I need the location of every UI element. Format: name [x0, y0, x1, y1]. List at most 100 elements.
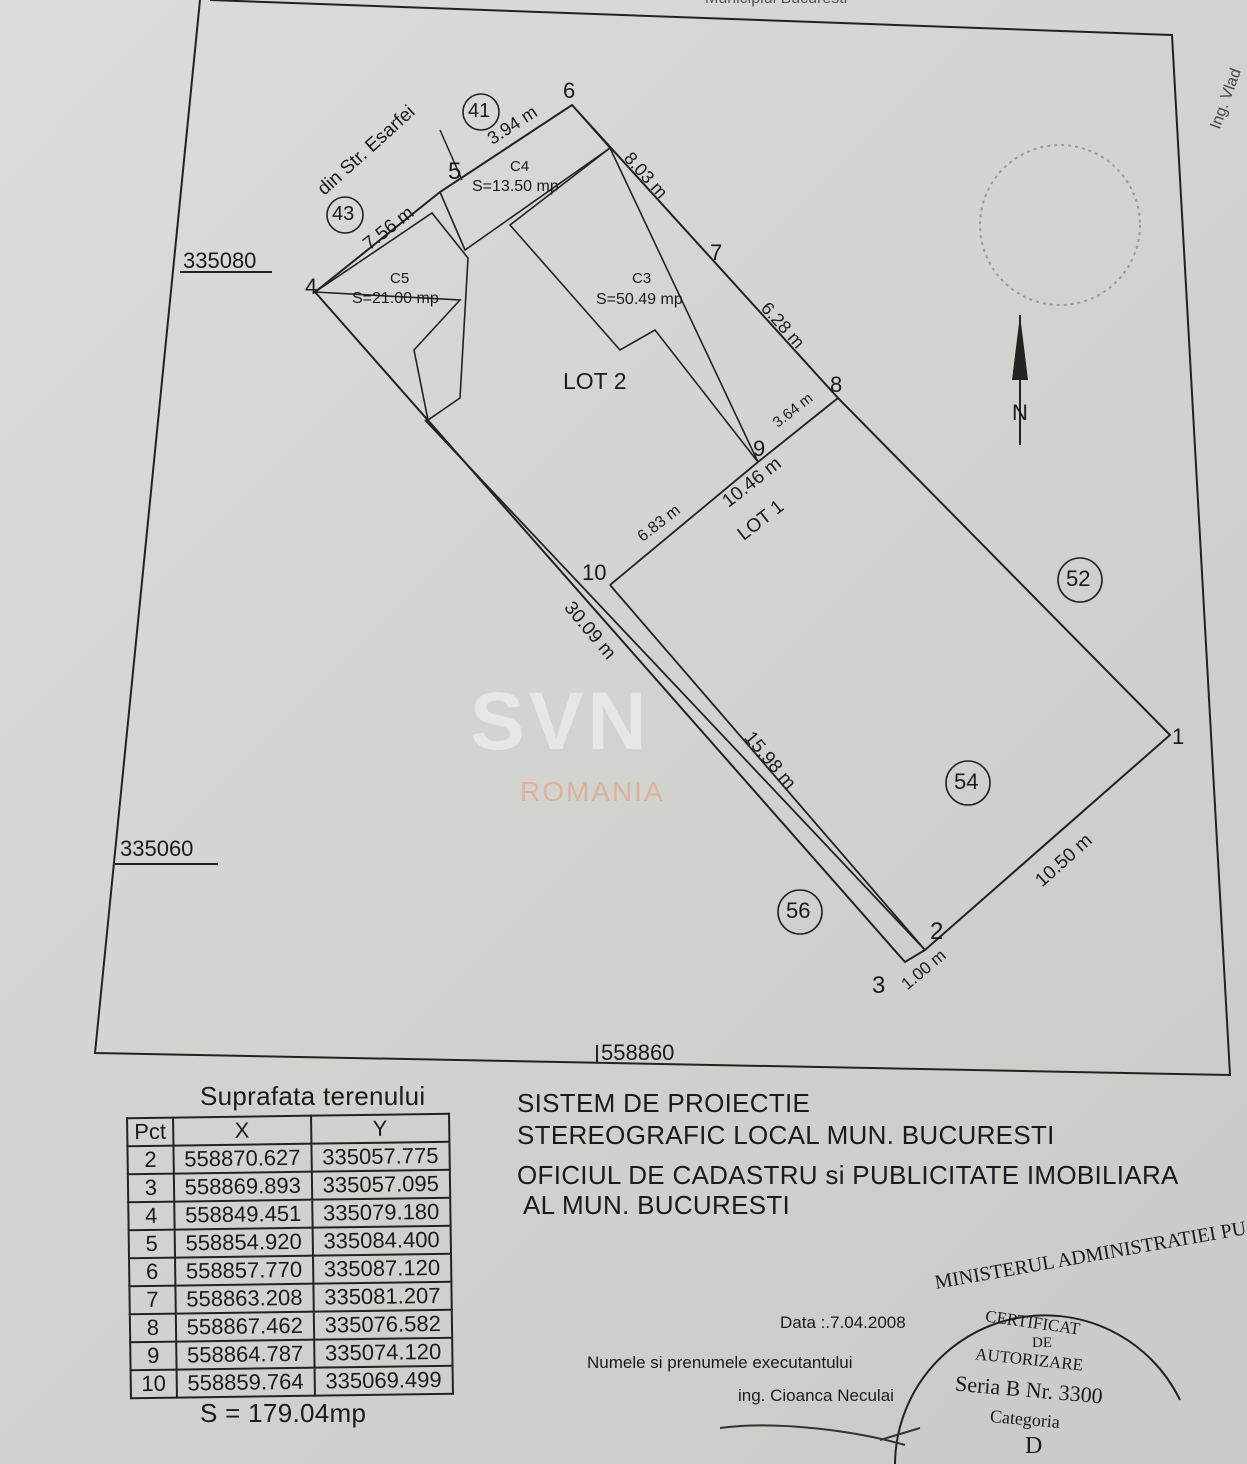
north-arrow-icon [1012, 315, 1028, 445]
point-label: 8 [830, 372, 843, 397]
lot-division-9-10 [609, 461, 759, 586]
executant-label: Numele si prenumele executantului [587, 1353, 853, 1372]
stamp-ring [894, 1314, 1181, 1464]
point-label: 2 [930, 918, 944, 945]
cell-x: 558859.764 [176, 1367, 315, 1398]
neighbor-circle [326, 196, 364, 234]
neighbor-number: 54 [954, 769, 979, 794]
cell-y: 335076.582 [313, 1309, 452, 1340]
stamp-text: D [1025, 1433, 1043, 1459]
cell-pct: 3 [127, 1173, 175, 1203]
stamp-text: DE [1032, 1335, 1052, 1351]
building-area: S=21.00 mp [352, 290, 439, 307]
cell-y: 335079.180 [312, 1197, 451, 1228]
point-label: 1 [1172, 724, 1185, 749]
lot-label: LOT 2 [563, 368, 627, 394]
point-label: 3 [872, 972, 886, 999]
neighbor-circle [945, 760, 991, 806]
point-label: 5 [448, 158, 462, 185]
info-line: STEREOGRAFIC LOCAL MUN. BUCURESTI [517, 1120, 1055, 1150]
building-name: C4 [510, 158, 530, 175]
cell-x: 558869.893 [173, 1171, 313, 1202]
cell-y: 335069.499 [314, 1365, 453, 1396]
watermark-sub: ROMANIA [520, 776, 665, 807]
neighbor-circle [462, 93, 500, 131]
cell-y: 335057.775 [311, 1141, 450, 1172]
cell-y: 335057.095 [311, 1169, 450, 1200]
cell-pct: 7 [129, 1285, 176, 1315]
table-title: Suprafata terenului [200, 1081, 426, 1111]
grid-label-x: 558860 [601, 1040, 675, 1065]
neighbor-circle [777, 889, 823, 935]
cell-pct: 8 [129, 1313, 176, 1343]
cell-x: 558854.920 [174, 1227, 313, 1258]
street-line [439, 129, 463, 181]
inner-boundary [424, 419, 926, 951]
info-line: SISTEM DE PROIECTIE [517, 1088, 811, 1118]
building-c5 [312, 211, 469, 422]
lot-division-8-9 [757, 397, 839, 463]
cell-pct: 10 [130, 1369, 177, 1399]
building-area: S=13.50 mp [472, 178, 559, 195]
building-area: S=50.49 mp [596, 291, 683, 308]
cell-y: 335084.400 [312, 1225, 451, 1256]
cell-x: 558849.451 [174, 1199, 313, 1230]
grid-label-y: 335080 [183, 248, 257, 273]
round-stamp-top [979, 144, 1141, 306]
grid-label-y: 335060 [120, 836, 194, 861]
plan-frame [93, 0, 1232, 1077]
point-label: 10 [582, 560, 607, 585]
col-header: Y [310, 1113, 450, 1144]
cell-x: 558863.208 [175, 1283, 314, 1314]
north-label: N [1012, 400, 1028, 425]
building-name: C5 [390, 270, 410, 287]
table-header-row: Pct X Y [127, 1113, 450, 1147]
info-line: AL MUN. BUCURESTI [523, 1190, 791, 1220]
signature-mark [719, 1424, 921, 1446]
neighbor-number: 56 [786, 898, 811, 923]
neighbor-circle [1057, 557, 1103, 603]
cell-x: 558870.627 [173, 1143, 312, 1174]
cell-pct: 9 [130, 1341, 177, 1371]
cell-x: 558867.462 [175, 1311, 314, 1342]
col-header: Pct [127, 1117, 174, 1147]
cell-pct: 6 [129, 1257, 176, 1287]
col-header: X [172, 1115, 312, 1146]
cell-y: 335081.207 [313, 1281, 452, 1312]
watermark-brand: SVN [470, 676, 651, 767]
cell-pct: 5 [128, 1229, 175, 1259]
cell-x: 558857.770 [174, 1255, 314, 1286]
cell-pct: 2 [127, 1145, 174, 1175]
point-label: 7 [710, 240, 723, 265]
point-label: 4 [305, 274, 318, 299]
cell-y: 335087.120 [312, 1253, 452, 1284]
building-name: C3 [632, 270, 652, 287]
cell-x: 558864.787 [175, 1339, 315, 1370]
date-label: Data :.7.04.2008 [780, 1313, 906, 1332]
executant-name: ing. Cioanca Neculai [738, 1386, 894, 1405]
info-line: OFICIUL DE CADASTRU si PUBLICITATE IMOBI… [517, 1160, 1179, 1190]
neighbor-number: 41 [468, 100, 491, 122]
point-label: 6 [563, 78, 576, 103]
cell-y: 335074.120 [313, 1337, 453, 1368]
neighbor-number: 52 [1066, 566, 1091, 591]
cell-pct: 4 [128, 1201, 175, 1231]
building-c3 [508, 146, 759, 463]
header-text: Municipiul Bucuresti [705, 0, 847, 8]
neighbor-number: 43 [332, 203, 355, 225]
strip-line [609, 584, 926, 951]
point-label: 9 [753, 436, 766, 461]
total-area: S = 179.04mp [200, 1398, 367, 1428]
